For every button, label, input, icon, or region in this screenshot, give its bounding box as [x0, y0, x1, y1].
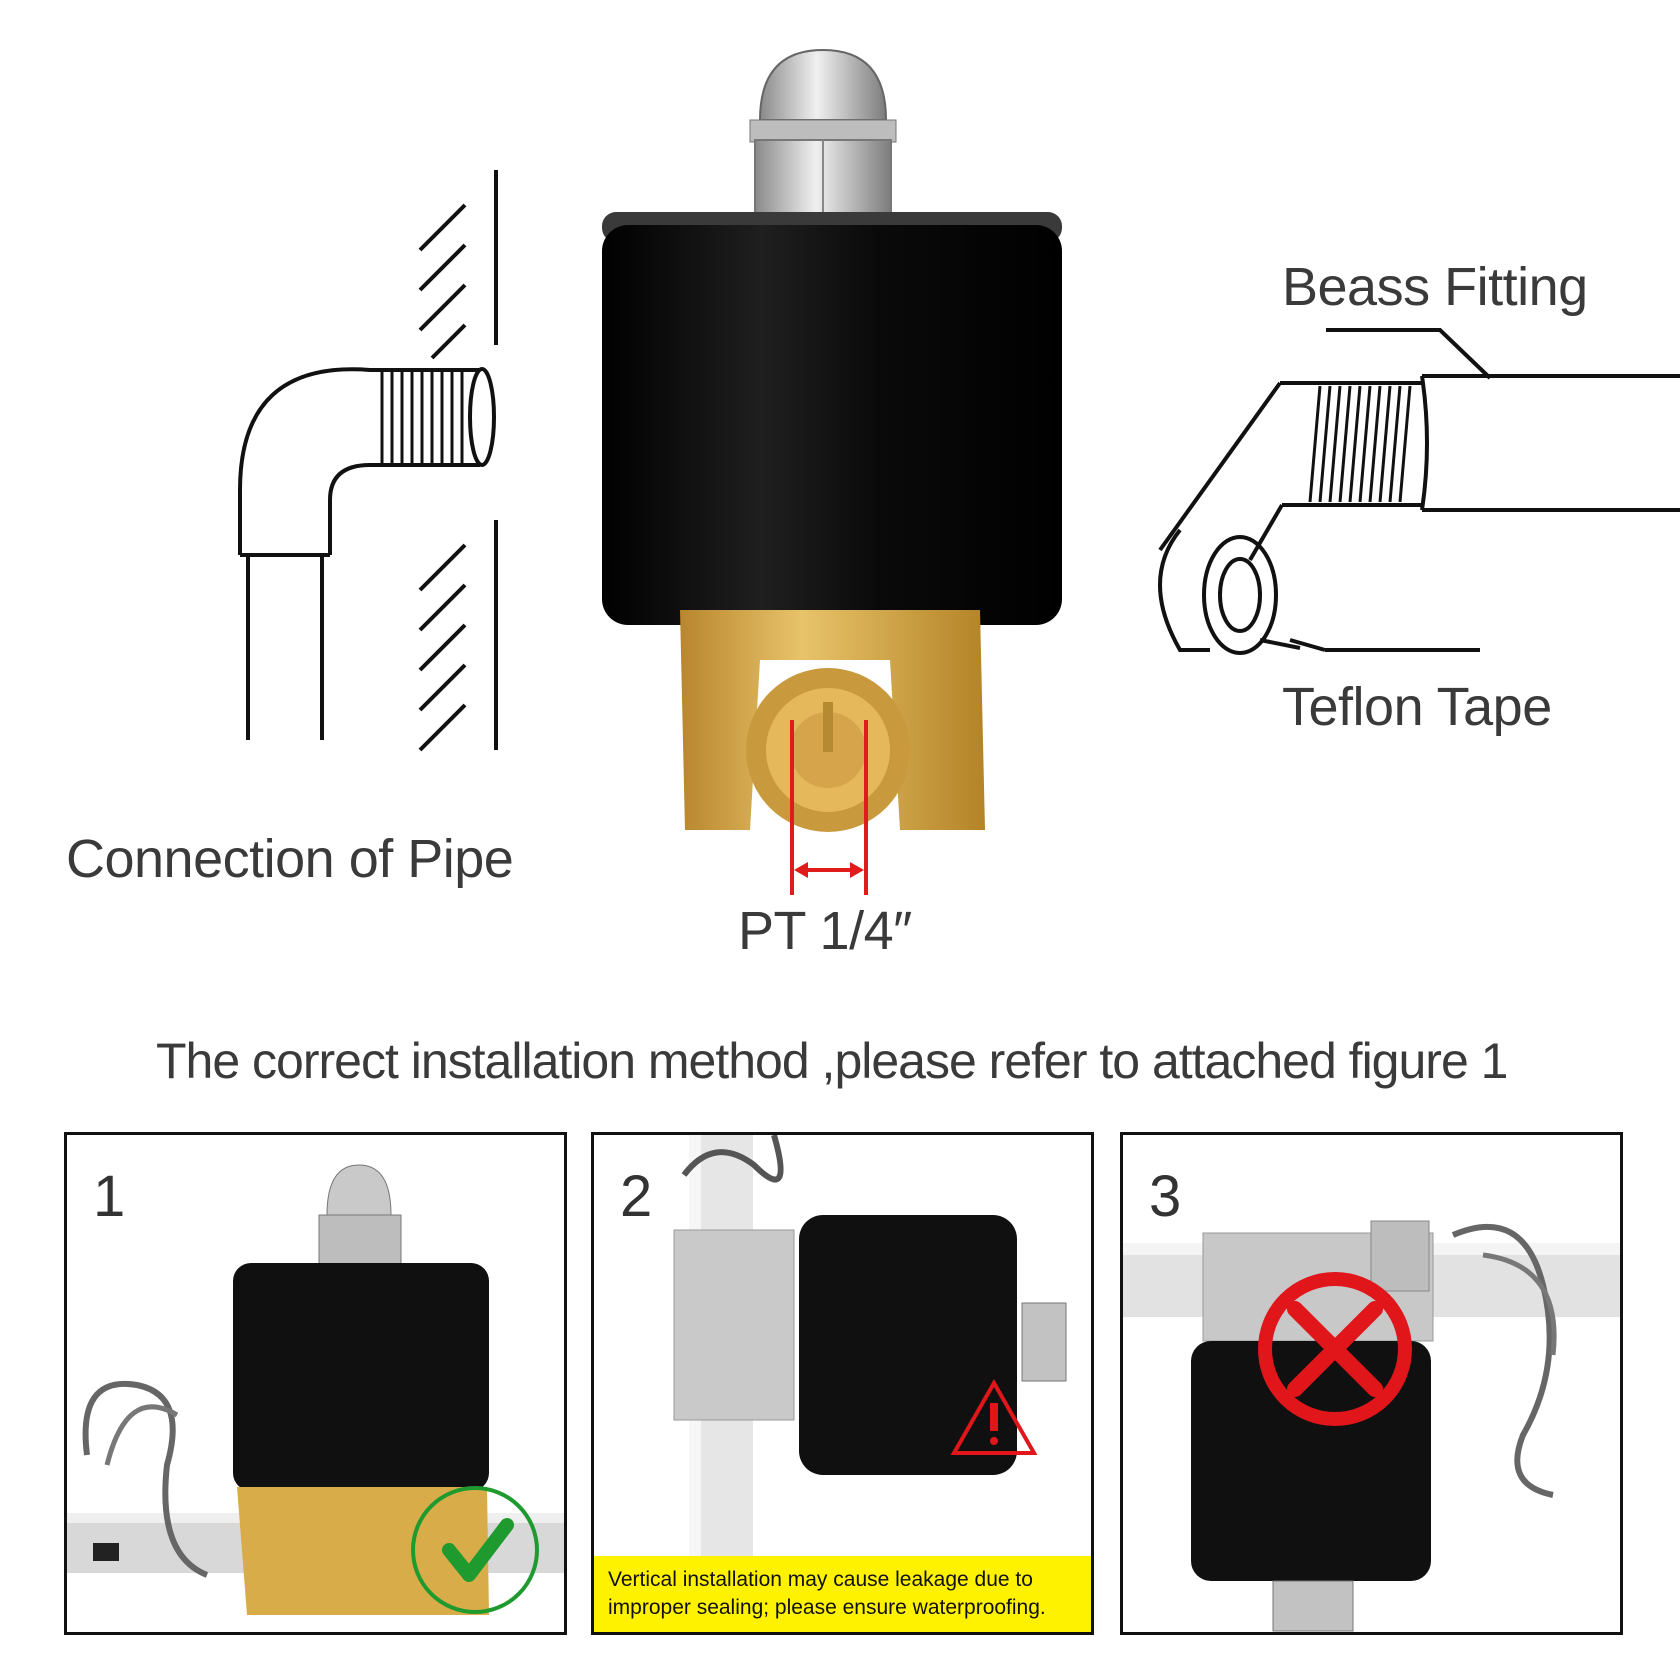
install-panel-3: 3 — [1120, 1132, 1623, 1635]
warning-line-2: improper sealing; please ensure waterpro… — [608, 1596, 1046, 1619]
solenoid-valve-image — [602, 48, 1062, 832]
brass-fitting-drawing — [1158, 328, 1680, 655]
install-panel-1: 1 — [64, 1132, 567, 1635]
beass-fitting-label: Beass Fitting — [1282, 257, 1588, 317]
panel-number: 3 — [1149, 1164, 1182, 1229]
warning-message: Vertical installation may cause leakage … — [594, 1556, 1091, 1632]
connection-of-pipe-label: Connection of Pipe — [66, 829, 514, 889]
pt-dimension-marker — [790, 720, 868, 895]
warning-line-1: Vertical installation may cause leakage … — [608, 1568, 1033, 1591]
install-panel-2: 2 Vertical installation may cause leakag… — [591, 1132, 1094, 1635]
valve-vertical-image — [673, 1135, 1067, 1632]
pipe-connection-drawing — [238, 170, 498, 752]
valve-inverted-image — [1123, 1220, 1620, 1632]
pt-size-label: PT 1/4″ — [738, 901, 912, 961]
panel-number: 1 — [93, 1164, 126, 1229]
installation-heading: The correct installation method ,please … — [156, 1033, 1508, 1089]
valve-horizontal-image — [67, 1164, 564, 1615]
teflon-tape-label: Teflon Tape — [1282, 677, 1552, 737]
panel-number: 2 — [620, 1164, 653, 1229]
